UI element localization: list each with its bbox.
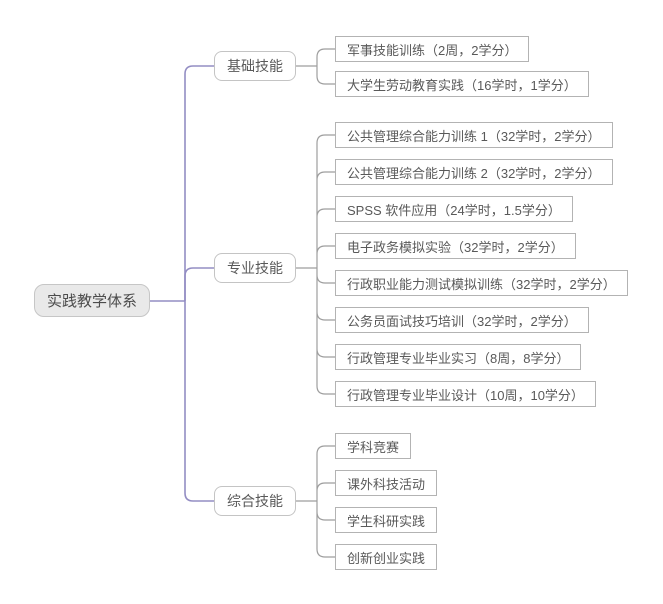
- leaf-node[interactable]: 学科竞赛: [335, 433, 412, 459]
- leaf-node[interactable]: 大学生劳动教育实践（16学时，1学分）: [335, 71, 589, 97]
- links-basic-children: [296, 48, 335, 85]
- link-root-comprehensive: [184, 301, 214, 502]
- leaf-node[interactable]: 公共管理综合能力训练 1（32学时，2学分）: [335, 122, 613, 148]
- leaf-node[interactable]: 课外科技活动: [335, 470, 438, 496]
- leaf-node[interactable]: 行政职业能力测试模拟训练（32学时，2学分）: [335, 270, 628, 296]
- branch-node-basic[interactable]: 基础技能: [214, 51, 296, 81]
- leaf-node[interactable]: 军事技能训练（2周，2学分）: [335, 36, 530, 62]
- branch-node-comprehensive[interactable]: 综合技能: [214, 486, 296, 516]
- leaf-node[interactable]: 公务员面试技巧培训（32学时，2学分）: [335, 307, 589, 333]
- leaf-node[interactable]: 行政管理专业毕业设计（10周，10学分）: [335, 381, 596, 407]
- leaf-node[interactable]: SPSS 软件应用（24学时，1.5学分）: [335, 196, 573, 222]
- root-node[interactable]: 实践教学体系: [34, 284, 150, 317]
- leaf-node[interactable]: 电子政务模拟实验（32学时，2学分）: [335, 233, 576, 259]
- links-comprehensive-children: [296, 445, 335, 558]
- leaf-node[interactable]: 创新创业实践: [335, 544, 438, 570]
- branch-node-professional[interactable]: 专业技能: [214, 253, 296, 283]
- leaf-node[interactable]: 公共管理综合能力训练 2（32学时，2学分）: [335, 159, 613, 185]
- leaf-node[interactable]: 行政管理专业毕业实习（8周，8学分）: [335, 344, 582, 370]
- leaf-node[interactable]: 学生科研实践: [335, 507, 438, 533]
- link-root-basic: [184, 65, 214, 301]
- links-professional-children: [296, 134, 335, 395]
- link-root-professional: [184, 267, 214, 301]
